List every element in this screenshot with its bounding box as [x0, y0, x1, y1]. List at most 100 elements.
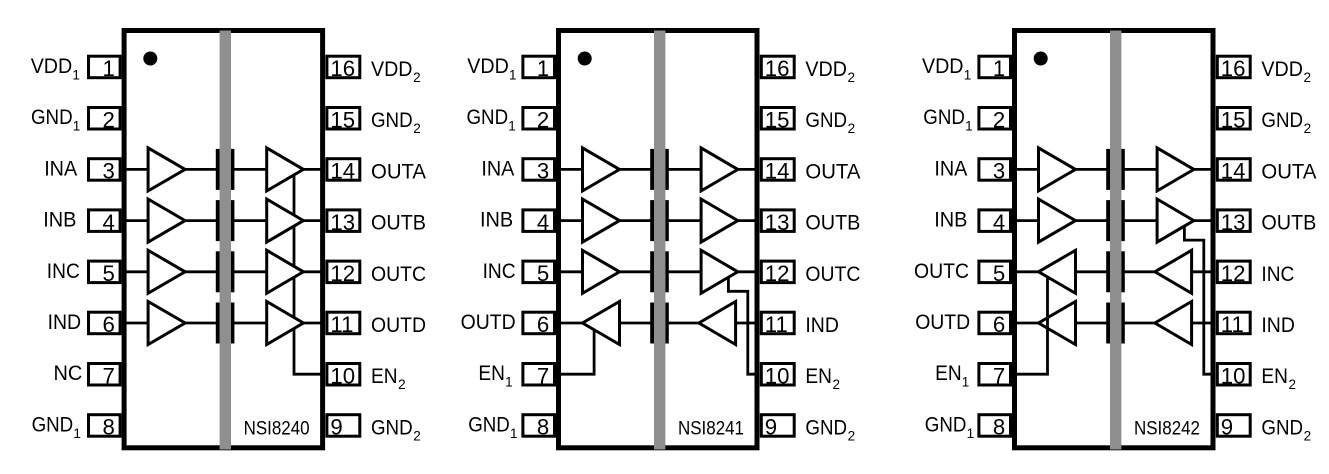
- svg-text:10: 10: [1221, 363, 1246, 388]
- svg-text:15: 15: [330, 107, 355, 132]
- svg-text:1: 1: [73, 426, 81, 441]
- svg-text:GND: GND: [31, 105, 73, 129]
- svg-text:12: 12: [765, 261, 790, 286]
- svg-text:1: 1: [965, 119, 973, 134]
- svg-text:1: 1: [505, 375, 513, 390]
- svg-text:7: 7: [537, 363, 549, 388]
- svg-text:INB: INB: [43, 208, 76, 232]
- svg-text:2: 2: [833, 377, 841, 392]
- svg-text:2: 2: [993, 107, 1005, 132]
- svg-text:INA: INA: [481, 156, 515, 180]
- svg-text:14: 14: [1221, 159, 1246, 184]
- svg-text:9: 9: [1221, 415, 1233, 440]
- svg-text:1: 1: [508, 119, 516, 134]
- svg-text:1: 1: [967, 426, 975, 441]
- svg-text:EN: EN: [478, 361, 505, 385]
- svg-text:OUTB: OUTB: [1261, 211, 1316, 235]
- svg-text:GND: GND: [923, 105, 965, 129]
- svg-text:GND: GND: [32, 412, 74, 436]
- svg-text:1: 1: [964, 68, 972, 83]
- svg-text:VDD: VDD: [922, 54, 964, 78]
- svg-text:INC: INC: [483, 259, 516, 283]
- svg-text:INB: INB: [480, 208, 513, 232]
- svg-text:1: 1: [962, 375, 970, 390]
- svg-text:OUTC: OUTC: [914, 259, 969, 283]
- svg-text:OUTC: OUTC: [371, 262, 426, 286]
- svg-text:EN: EN: [371, 364, 398, 388]
- svg-text:15: 15: [765, 107, 790, 132]
- svg-text:INB: INB: [934, 208, 967, 232]
- svg-text:6: 6: [102, 312, 114, 337]
- svg-text:16: 16: [1221, 56, 1246, 81]
- svg-text:1: 1: [72, 68, 80, 83]
- svg-text:16: 16: [765, 56, 790, 81]
- svg-text:10: 10: [330, 363, 355, 388]
- svg-text:12: 12: [330, 261, 355, 286]
- svg-text:OUTA: OUTA: [371, 159, 427, 183]
- svg-text:2: 2: [413, 428, 421, 443]
- svg-text:5: 5: [537, 261, 549, 286]
- svg-text:GND: GND: [925, 412, 967, 436]
- svg-text:2: 2: [102, 107, 114, 132]
- svg-text:7: 7: [102, 363, 114, 388]
- svg-text:EN: EN: [805, 364, 832, 388]
- svg-text:GND: GND: [1261, 415, 1303, 439]
- svg-text:7: 7: [993, 363, 1005, 388]
- svg-text:11: 11: [765, 312, 788, 337]
- svg-text:IND: IND: [48, 310, 82, 334]
- svg-text:VDD: VDD: [805, 57, 847, 81]
- svg-text:2: 2: [398, 377, 406, 392]
- svg-text:INC: INC: [1261, 262, 1294, 286]
- svg-text:OUTD: OUTD: [915, 310, 970, 334]
- svg-text:2: 2: [1304, 121, 1312, 136]
- svg-text:6: 6: [993, 312, 1005, 337]
- svg-text:GND: GND: [468, 412, 510, 436]
- svg-text:VDD: VDD: [467, 54, 509, 78]
- svg-text:6: 6: [537, 312, 549, 337]
- svg-text:13: 13: [330, 210, 355, 235]
- svg-text:1: 1: [537, 56, 549, 81]
- svg-text:IND: IND: [1261, 313, 1295, 337]
- svg-text:11: 11: [330, 312, 353, 337]
- svg-text:OUTD: OUTD: [371, 313, 426, 337]
- svg-text:OUTA: OUTA: [805, 159, 861, 183]
- svg-text:3: 3: [537, 159, 549, 184]
- svg-text:13: 13: [1221, 210, 1246, 235]
- svg-text:NSI8240: NSI8240: [244, 418, 310, 439]
- svg-text:INC: INC: [47, 259, 80, 283]
- svg-text:1: 1: [993, 56, 1005, 81]
- svg-text:3: 3: [102, 159, 114, 184]
- svg-text:EN: EN: [1261, 364, 1288, 388]
- svg-text:8: 8: [537, 415, 549, 440]
- svg-text:10: 10: [765, 363, 790, 388]
- svg-text:2: 2: [413, 121, 421, 136]
- svg-text:GND: GND: [805, 108, 847, 132]
- svg-text:5: 5: [993, 261, 1005, 286]
- svg-text:OUTB: OUTB: [805, 211, 860, 235]
- svg-text:1: 1: [510, 426, 518, 441]
- svg-text:9: 9: [330, 415, 342, 440]
- svg-text:4: 4: [993, 210, 1005, 235]
- svg-text:INA: INA: [44, 156, 78, 180]
- svg-text:2: 2: [848, 70, 856, 85]
- svg-text:13: 13: [765, 210, 790, 235]
- svg-text:11: 11: [1221, 312, 1244, 337]
- svg-text:IND: IND: [805, 313, 839, 337]
- svg-text:VDD: VDD: [371, 57, 413, 81]
- svg-text:INA: INA: [934, 156, 968, 180]
- svg-text:GND: GND: [467, 105, 509, 129]
- svg-text:8: 8: [993, 415, 1005, 440]
- svg-text:1: 1: [102, 56, 114, 81]
- svg-text:OUTC: OUTC: [805, 262, 860, 286]
- svg-text:OUTD: OUTD: [461, 310, 516, 334]
- svg-text:EN: EN: [935, 361, 962, 385]
- svg-text:9: 9: [765, 415, 777, 440]
- svg-text:2: 2: [413, 70, 421, 85]
- svg-text:2: 2: [1289, 377, 1297, 392]
- svg-text:GND: GND: [371, 415, 413, 439]
- svg-text:4: 4: [102, 210, 114, 235]
- svg-text:15: 15: [1221, 107, 1246, 132]
- svg-text:16: 16: [330, 56, 355, 81]
- svg-text:14: 14: [330, 159, 355, 184]
- svg-text:OUTA: OUTA: [1261, 159, 1317, 183]
